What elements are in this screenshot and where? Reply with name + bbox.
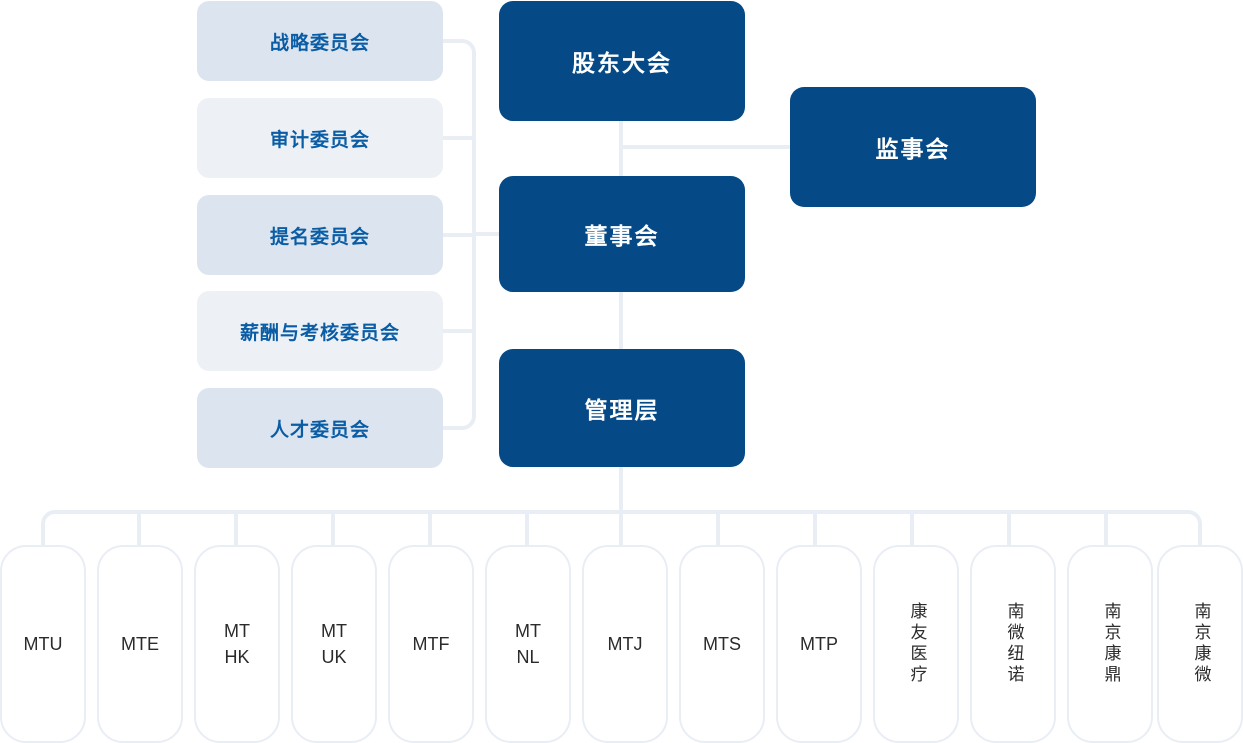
committee-box-audit[interactable]: 审计委员会	[197, 98, 443, 178]
committee-box-remuneration[interactable]: 薪酬与考核委员会	[197, 291, 443, 371]
subsidiary-label: MTE	[121, 633, 159, 654]
subsidiary-box-nanweiniu[interactable]: 南微纽诺	[970, 545, 1056, 743]
committee-label: 战略委员会	[269, 31, 370, 54]
subsidiary-box-mtnl[interactable]: MT NL	[485, 545, 571, 743]
subsidiary-box-mts[interactable]: MTS	[679, 545, 765, 743]
subsidiary-box-kangding[interactable]: 南京康鼎	[1067, 545, 1153, 743]
governance-box-shareholders-meeting[interactable]: 股东大会	[499, 1, 745, 121]
subsidiary-label: MTS	[703, 633, 741, 654]
subsidiary-label: MTU	[23, 633, 63, 654]
subsidiary-box-kangwei[interactable]: 南京康微	[1157, 545, 1243, 743]
subsidiary-box-mtp[interactable]: MTP	[776, 545, 862, 743]
governance-box-board-of-directors[interactable]: 董事会	[499, 176, 745, 292]
committee-label: 人才委员会	[269, 418, 370, 441]
subsidiary-label: MTF	[412, 633, 450, 654]
subsidiary-label: 康友医疗	[906, 602, 927, 686]
committee-label: 审计委员会	[269, 128, 370, 151]
subsidiary-box-mtj[interactable]: MTJ	[582, 545, 668, 743]
committee-box-talent[interactable]: 人才委员会	[197, 388, 443, 468]
subsidiary-label: MT HK	[224, 620, 250, 667]
subsidiary-box-mtf[interactable]: MTF	[388, 545, 474, 743]
subsidiary-label: 南京康鼎	[1100, 602, 1121, 686]
committee-box-nomination[interactable]: 提名委员会	[197, 195, 443, 275]
subsidiary-box-mtu[interactable]: MTU	[0, 545, 86, 743]
governance-box-supervisory-board[interactable]: 监事会	[790, 87, 1036, 207]
committee-label: 薪酬与考核委员会	[239, 321, 400, 344]
subsidiary-label: MT UK	[321, 620, 347, 667]
subsidiary-box-kangyou[interactable]: 康友医疗	[873, 545, 959, 743]
governance-label: 股东大会	[572, 51, 672, 77]
subsidiary-box-mte[interactable]: MTE	[97, 545, 183, 743]
subsidiary-box-mtuk[interactable]: MT UK	[291, 545, 377, 743]
governance-box-management[interactable]: 管理层	[499, 349, 745, 467]
subsidiary-label: MTP	[800, 633, 838, 654]
subsidiary-label: MT NL	[515, 620, 541, 667]
committee-box-strategy[interactable]: 战略委员会	[197, 1, 443, 81]
governance-label: 监事会	[875, 137, 951, 163]
governance-label: 管理层	[584, 398, 660, 424]
subsidiary-label: 南京康微	[1190, 602, 1211, 686]
committee-label: 提名委员会	[269, 225, 370, 248]
subsidiary-box-mthk[interactable]: MT HK	[194, 545, 280, 743]
subsidiary-label: 南微纽诺	[1003, 602, 1024, 686]
subsidiary-label: MTJ	[607, 633, 643, 654]
governance-label: 董事会	[584, 224, 660, 250]
